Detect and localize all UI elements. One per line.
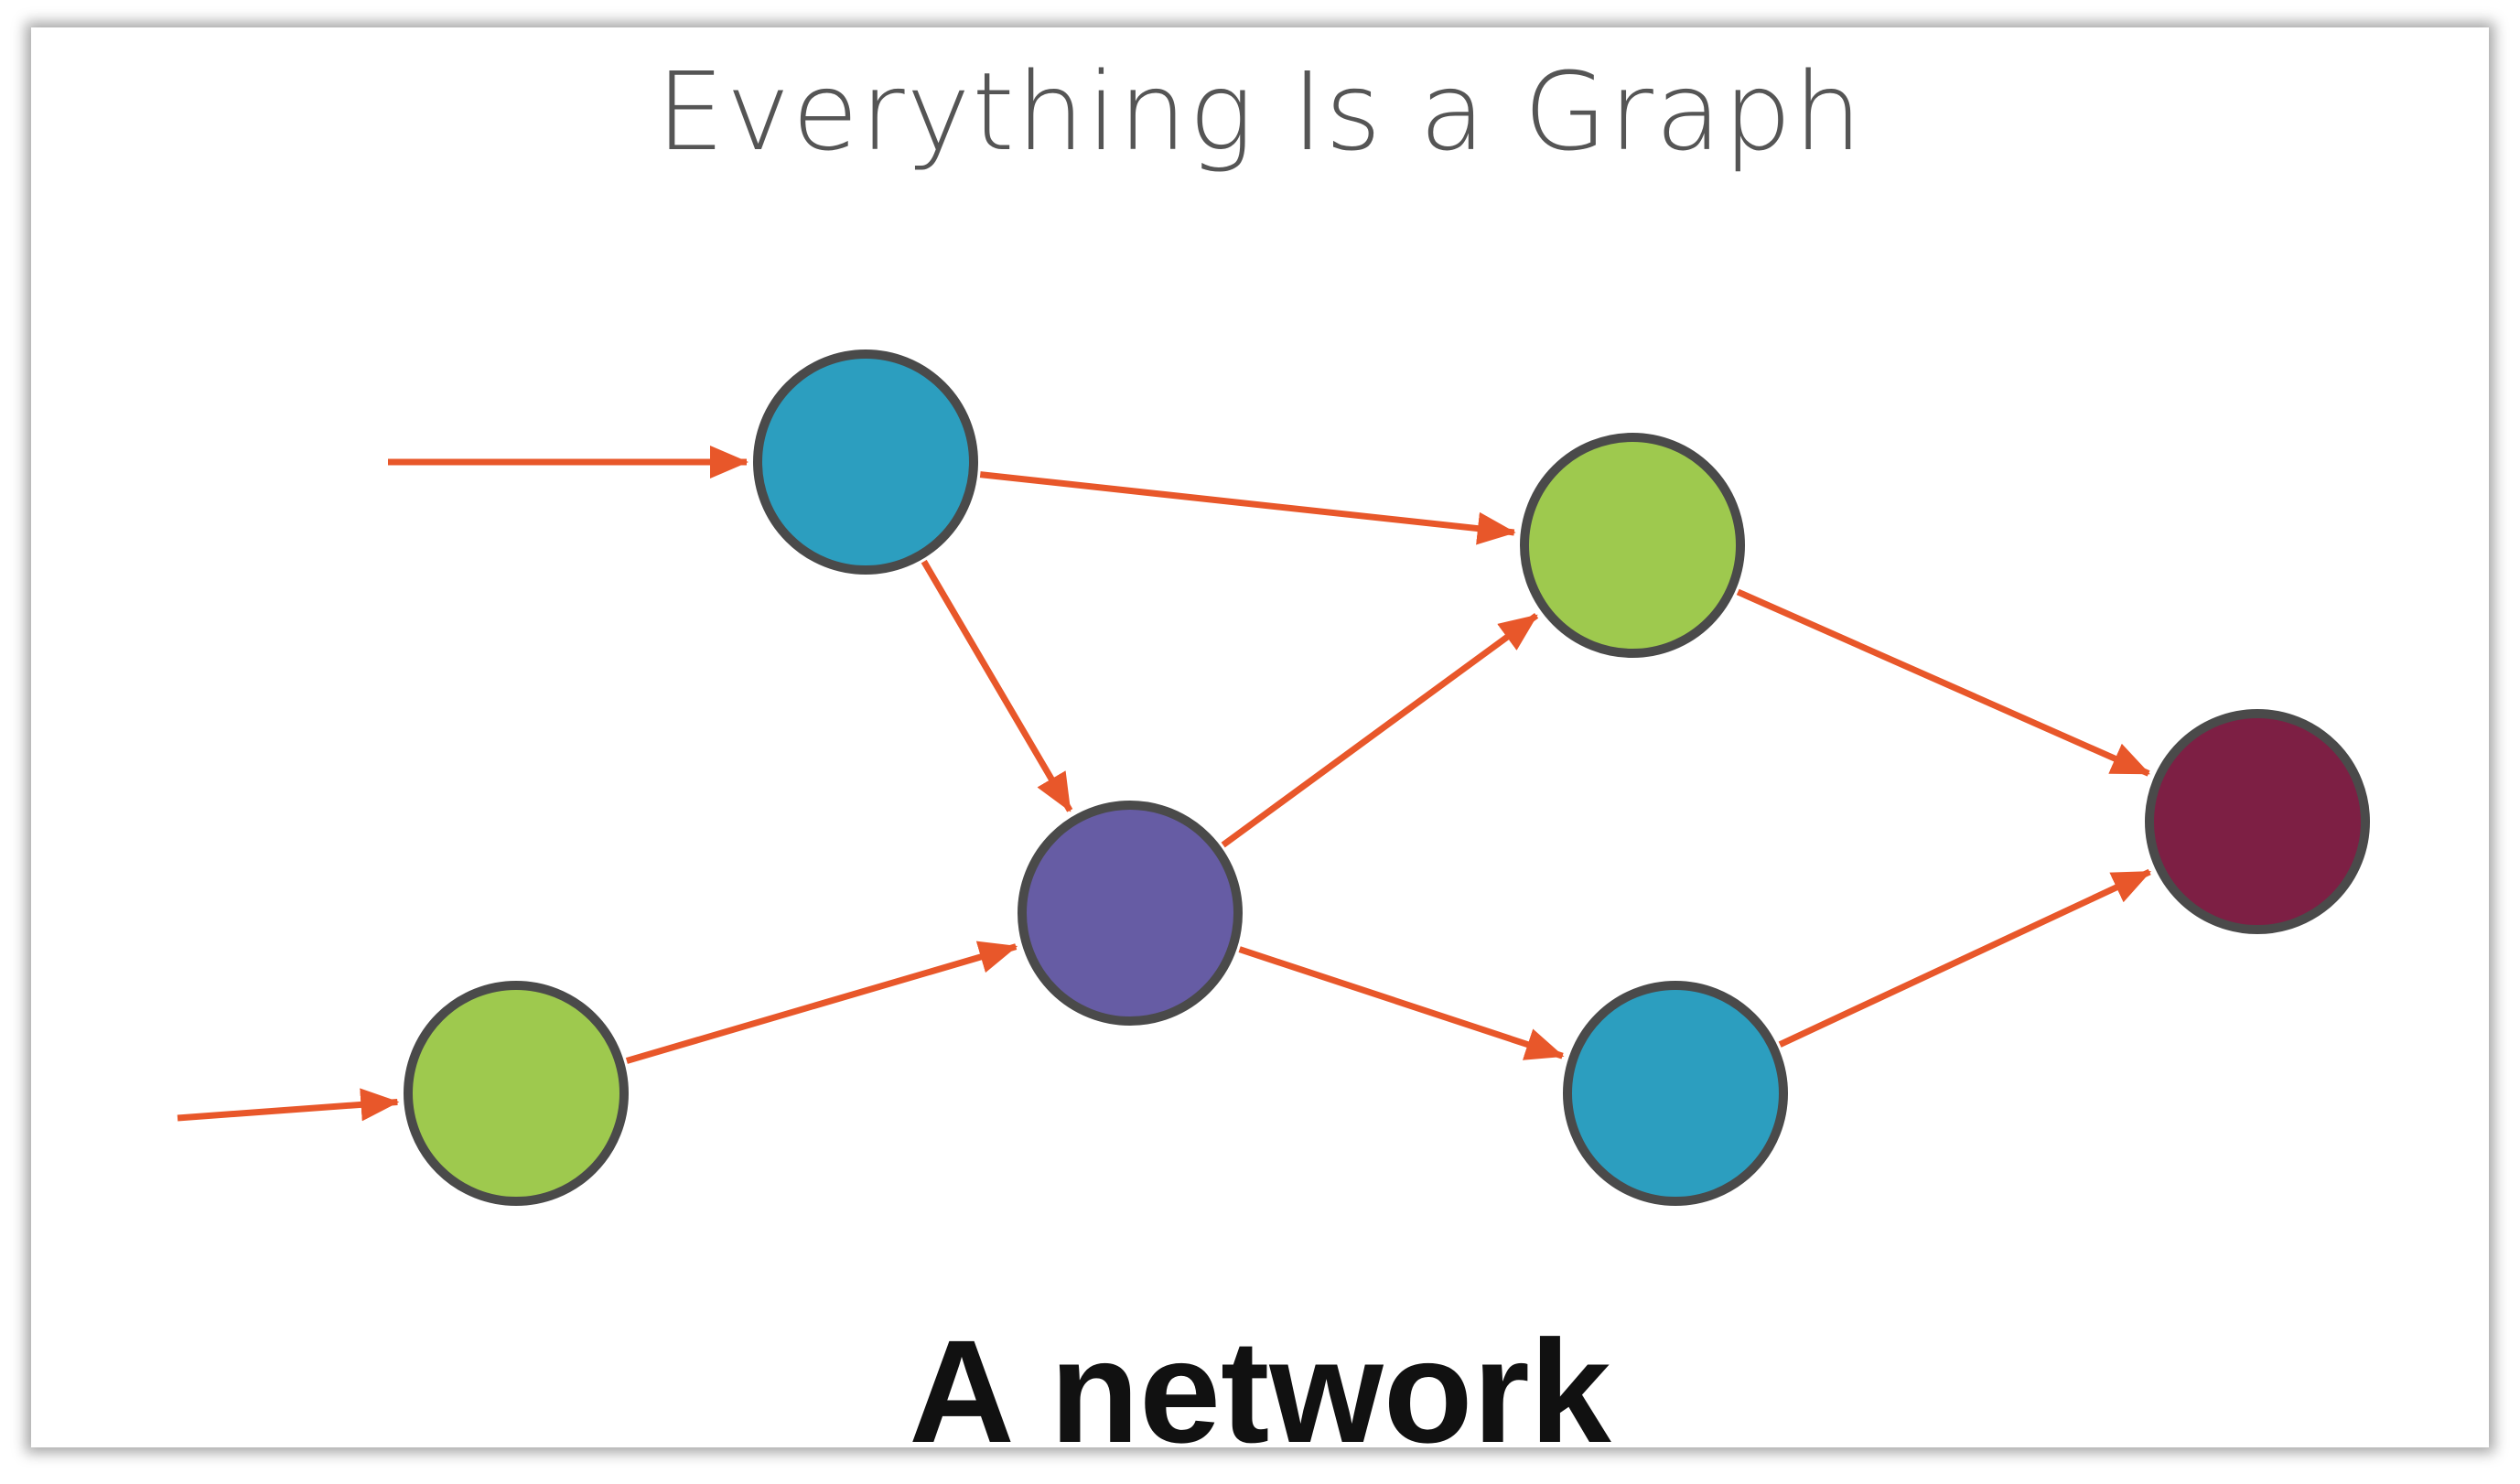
edge-arrow-n1-to-n2	[979, 471, 1516, 545]
node-maroon-right	[2145, 709, 2370, 934]
node-teal-top	[753, 349, 978, 575]
edges-layer	[177, 446, 2152, 1122]
edge-arrow-n4-to-n3	[625, 941, 1018, 1064]
network-diagram	[177, 349, 2370, 1206]
edge-arrow-input-bottom-to-n4	[177, 1088, 400, 1122]
slide-caption: A network	[909, 1309, 1611, 1447]
edge-arrow-n1-to-n3	[921, 559, 1073, 812]
slide: Everything Is a Graph A network	[31, 27, 2489, 1447]
node-purple-center	[1018, 801, 1243, 1026]
edge-arrow-n3-to-n5	[1238, 946, 1565, 1060]
edge-arrow-n2-to-n6	[1736, 588, 2150, 777]
nodes-layer	[404, 349, 2370, 1206]
node-teal-bottom	[1563, 981, 1788, 1206]
edge-arrow-n3-to-n2	[1221, 612, 1539, 848]
node-green-top	[1520, 433, 1745, 658]
node-green-bottom-left	[404, 981, 629, 1206]
slide-title: Everything Is a Graph	[656, 48, 1864, 175]
edge-arrow-n5-to-n6	[1778, 868, 2152, 1048]
